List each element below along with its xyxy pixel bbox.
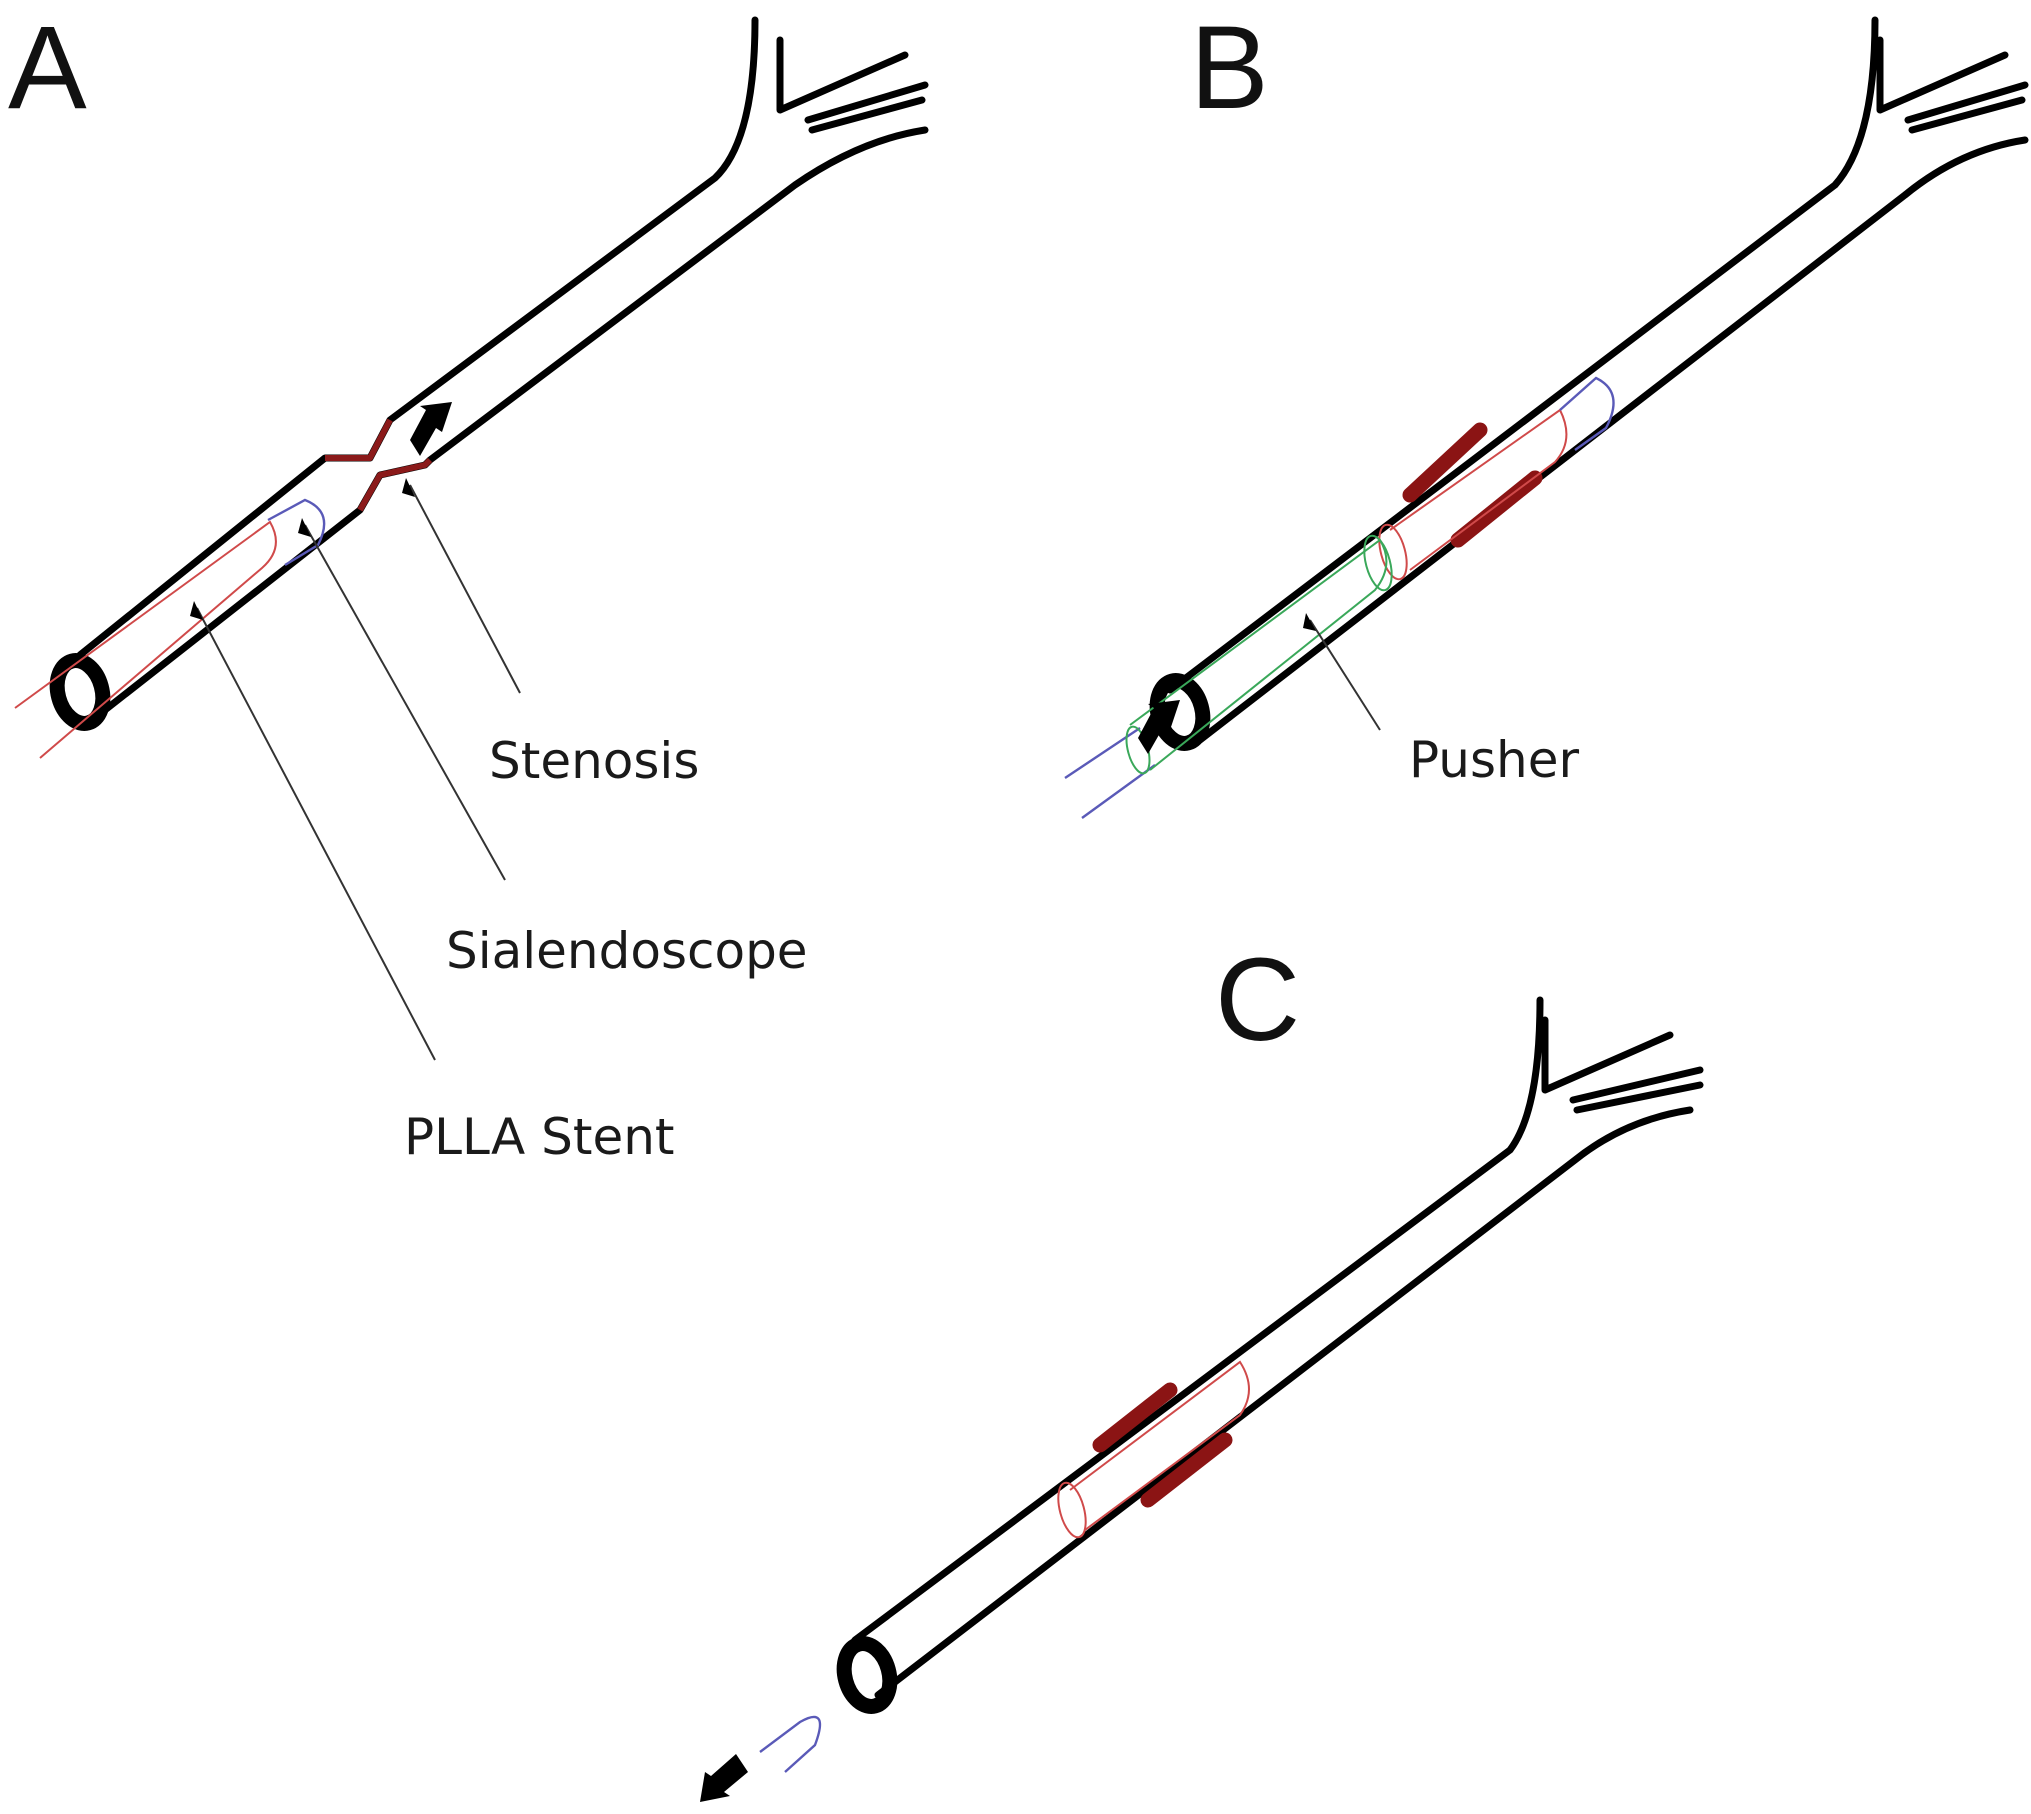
panel-a-letter: A: [8, 2, 87, 134]
panel-b-plla-stent: [1378, 408, 1568, 581]
label-sialendoscope: Sialendoscope: [446, 922, 808, 980]
label-stenosis: Stenosis: [489, 732, 699, 790]
panel-a: A Stenosis Sialen: [8, 2, 929, 1166]
panel-c: C: [700, 934, 1704, 1802]
panel-b-pusher: [1125, 534, 1393, 775]
panel-a-stenosis: [325, 418, 433, 512]
panel-b: B Pusher: [1064, 2, 2029, 819]
panel-c-duct: [836, 996, 1704, 1714]
panel-a-plla-stent: [14, 520, 277, 759]
panel-a-advance-arrow: [410, 402, 452, 456]
panel-a-duct: [49, 16, 929, 731]
label-plla-stent: PLLA Stent: [404, 1108, 675, 1166]
panel-a-leaders: [190, 478, 521, 1061]
panel-c-withdraw-arrow: [700, 1754, 748, 1802]
panel-c-letter: C: [1215, 934, 1300, 1066]
label-pusher: Pusher: [1409, 731, 1579, 789]
panel-b-letter: B: [1190, 2, 1269, 134]
panel-c-deployed-stent: [1057, 1360, 1250, 1539]
panel-b-leaders: [1303, 613, 1381, 731]
panel-c-withdrawn-sialendoscope: [759, 1715, 822, 1773]
panel-a-sialendoscope: [267, 498, 326, 567]
panel-b-push-arrow: [1138, 700, 1180, 754]
panel-b-duct: [1149, 16, 2029, 751]
